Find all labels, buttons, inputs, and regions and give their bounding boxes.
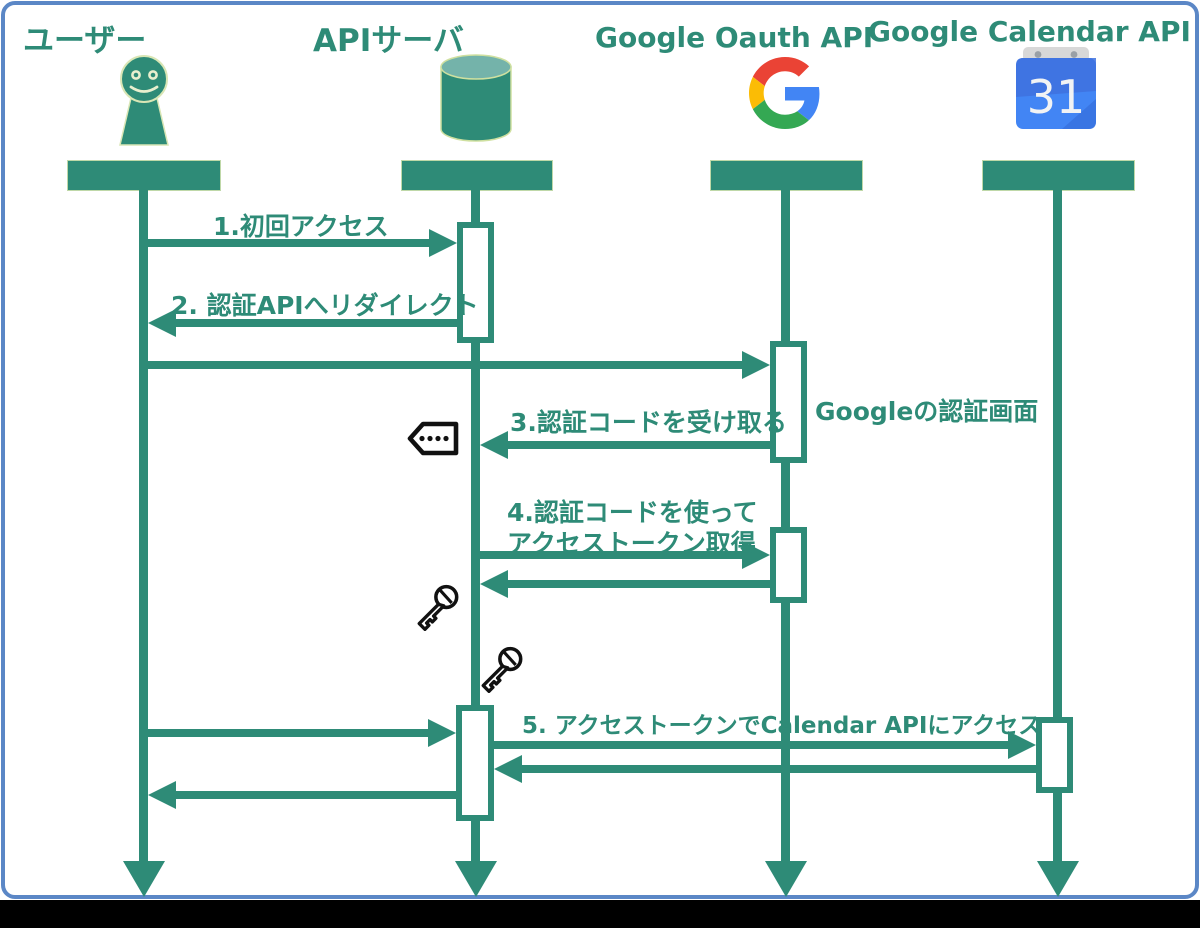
message-label-4: 4.認証コードを使って アクセストークン取得 — [507, 498, 758, 558]
message-arrow-7 — [148, 719, 456, 747]
lifeline-end-arrow-google-calendar — [1037, 861, 1079, 897]
key-icon — [481, 646, 523, 693]
message-arrow-8 — [494, 731, 1036, 759]
lifeline-google-calendar — [1053, 189, 1062, 865]
headbar-api-server — [401, 160, 553, 191]
message-arrow-2 — [148, 309, 457, 337]
calendar-day-number: 31 — [1027, 70, 1086, 124]
key-icon — [417, 584, 459, 631]
actor-label-google-calendar: Google Calendar API — [868, 15, 1191, 48]
google-calendar-icon: 31 — [1016, 47, 1096, 129]
activation-google-oauth-2 — [770, 527, 807, 603]
message-arrow-1 — [148, 229, 457, 257]
activation-api-server-2 — [456, 705, 494, 821]
database-cylinder-icon — [440, 54, 512, 142]
message-label-1: 1.初回アクセス — [213, 212, 389, 241]
message-arrow-5 — [480, 541, 770, 569]
message-arrow-3-redirect — [148, 351, 770, 379]
lifeline-user — [139, 189, 148, 865]
lifeline-end-arrow-api-server — [455, 861, 497, 897]
message-label-3: 3.認証コードを受け取る — [510, 408, 787, 437]
headbar-google-calendar — [982, 160, 1135, 191]
lifeline-end-arrow-google-oauth — [765, 861, 807, 897]
diagram-frame: ユーザー APIサーバ Google Oauth API Google Cale… — [1, 1, 1199, 899]
message-label-5: 5. アクセストークンでCalendar APIにアクセス — [522, 713, 1042, 739]
message-arrow-9-calendar-return — [494, 755, 1036, 783]
headbar-google-oauth — [710, 160, 863, 191]
actor-label-api-server: APIサーバ — [313, 23, 464, 59]
lifeline-end-arrow-user — [123, 861, 165, 897]
lifeline-api-server — [471, 189, 480, 865]
message-arrow-6-token-return — [480, 570, 770, 598]
person-pawn-icon — [119, 55, 169, 146]
activation-google-calendar-1 — [1036, 717, 1073, 793]
message-label-2: 2. 認証APIへリダイレクト — [171, 291, 479, 320]
google-g-logo-icon — [749, 57, 820, 129]
actor-label-google-oauth: Google Oauth API — [595, 21, 874, 54]
activation-api-server-1 — [457, 222, 494, 343]
headbar-user — [67, 160, 221, 191]
message-arrow-4 — [480, 431, 770, 459]
actor-label-user: ユーザー — [23, 23, 147, 59]
message-arrow-10-user-return — [148, 781, 456, 809]
activation-google-oauth-1 — [770, 341, 807, 463]
tag-icon — [407, 421, 459, 456]
note-google-auth-screen: Googleの認証画面 — [815, 397, 1039, 426]
